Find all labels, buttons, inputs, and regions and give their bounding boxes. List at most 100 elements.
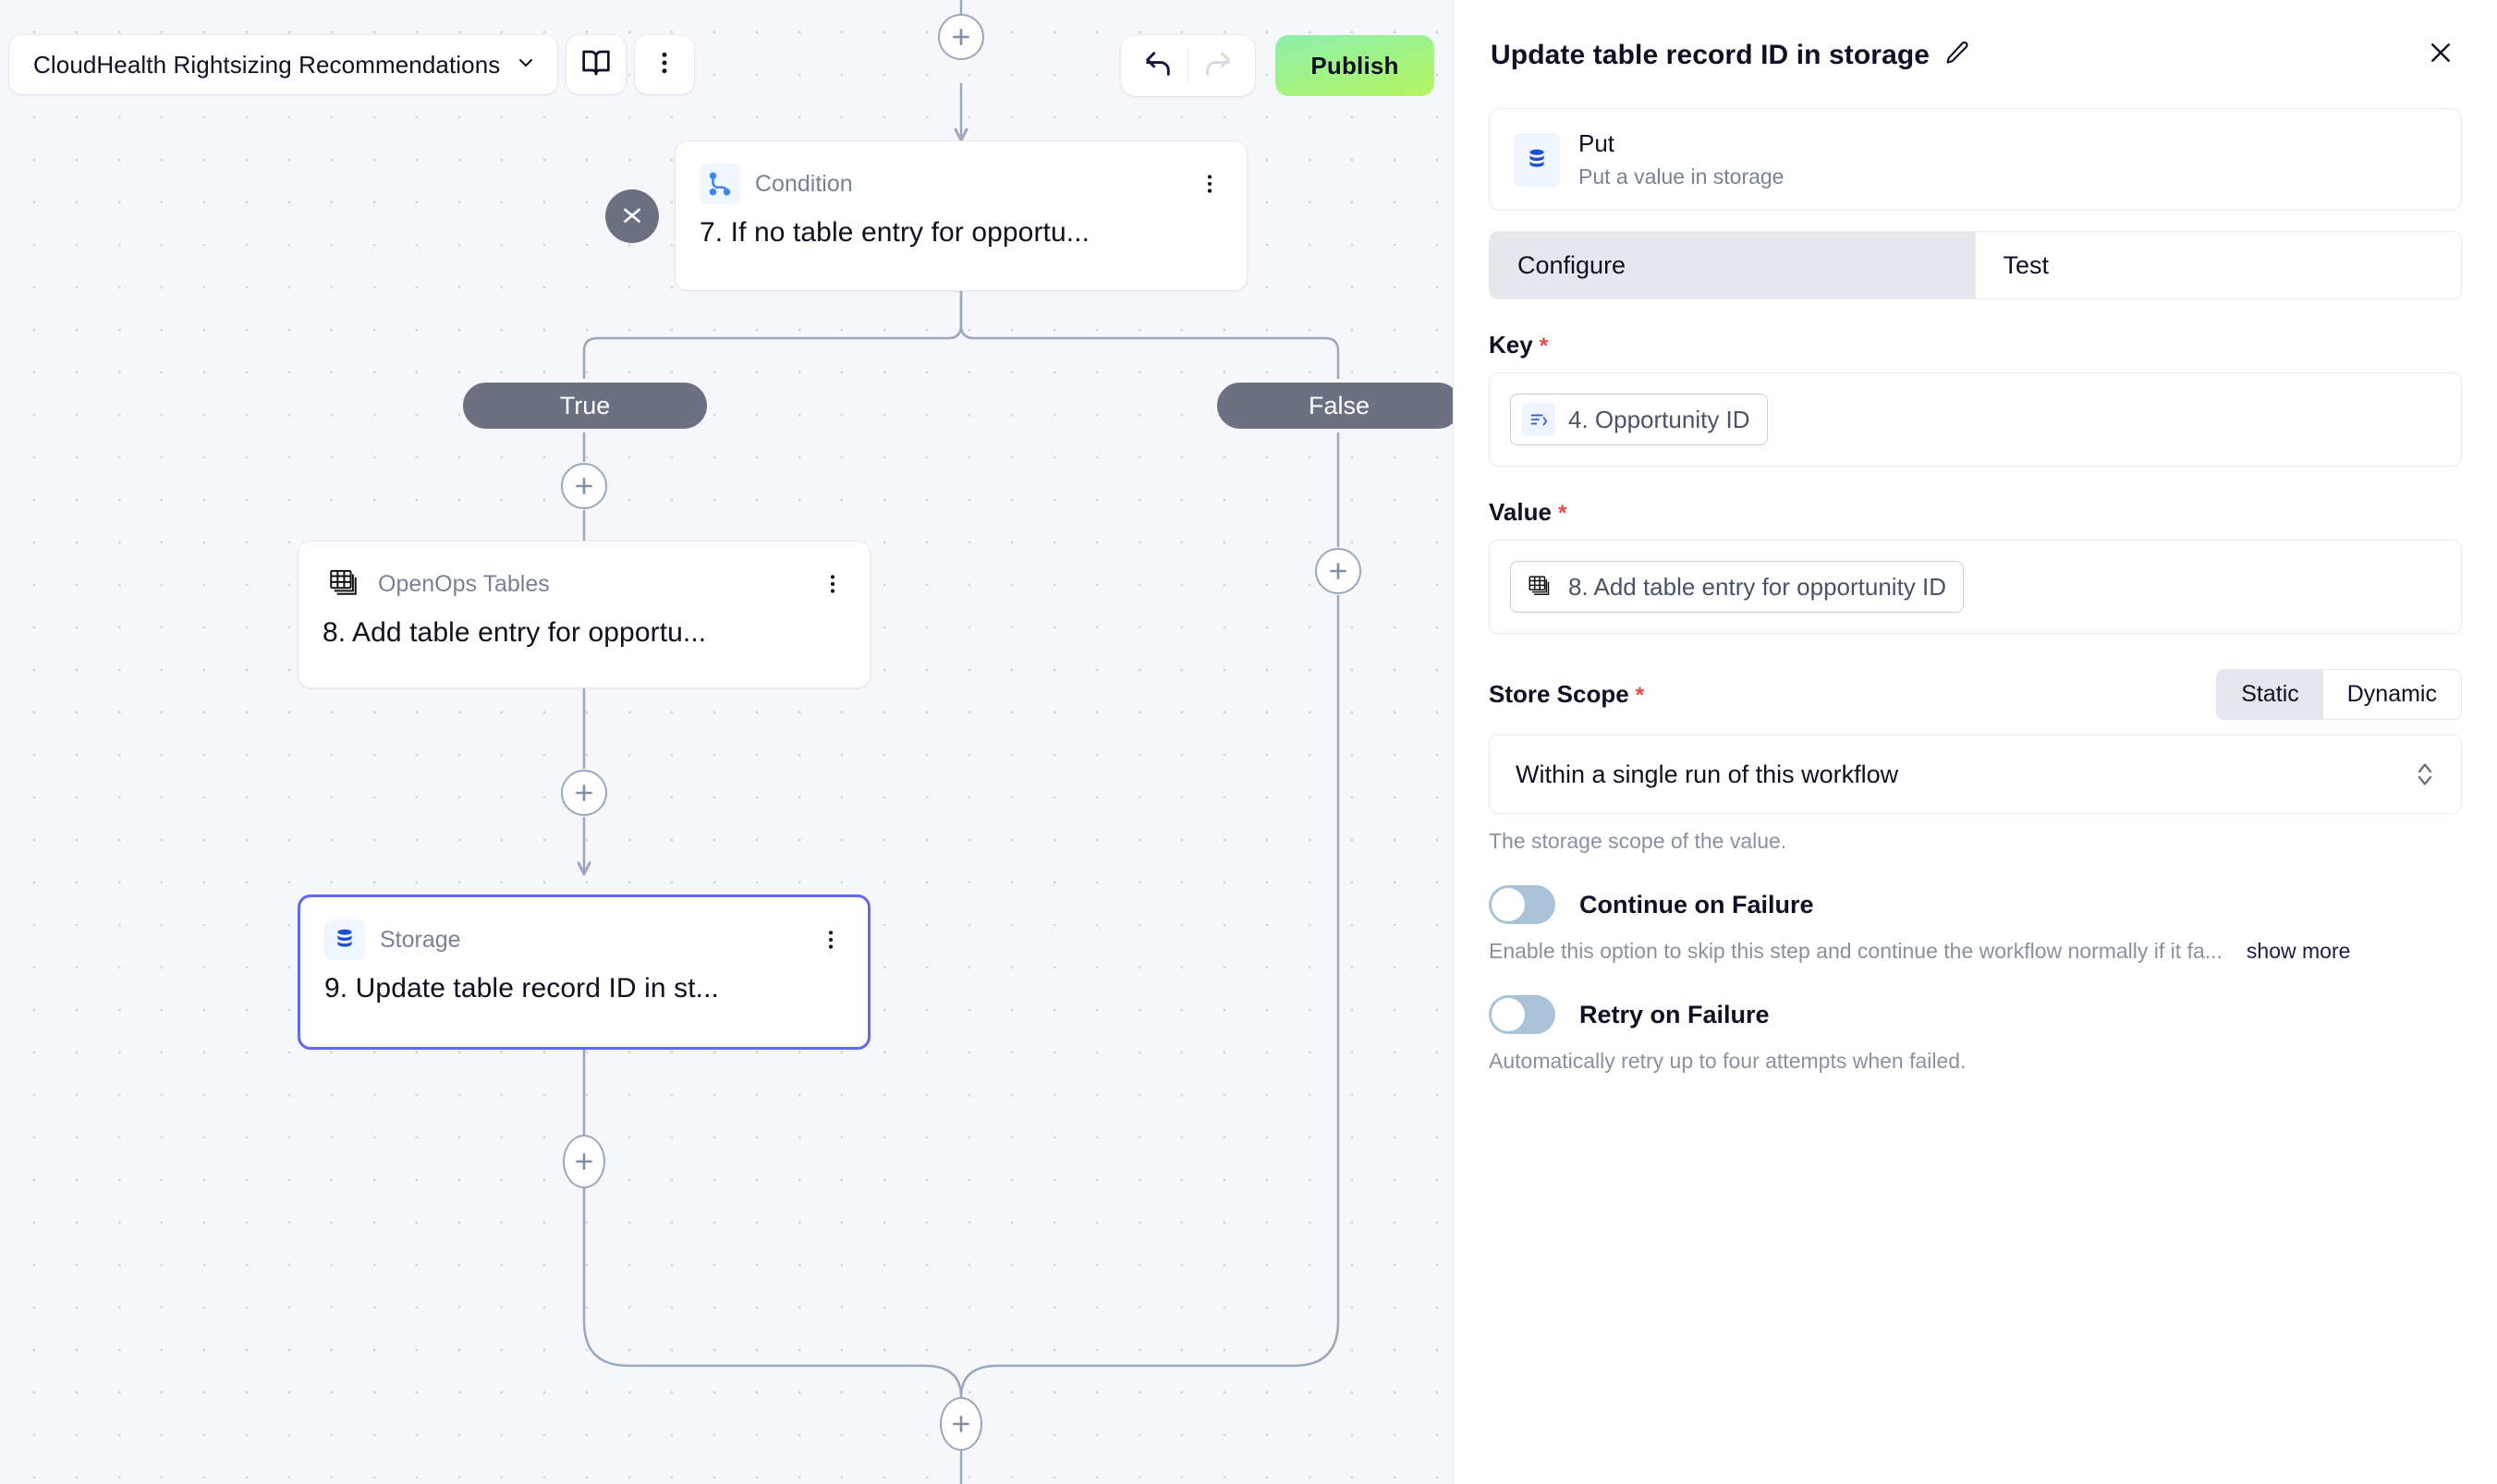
value-required-asterisk: * — [1557, 501, 1567, 526]
node-title: 9. Update table record ID in st... — [324, 973, 719, 1004]
node-type-label: Condition — [755, 170, 853, 197]
value-chip-text: 8. Add table entry for opportunity ID — [1568, 572, 1947, 601]
redo-icon — [1202, 48, 1234, 84]
tab-configure[interactable]: Configure — [1490, 232, 1976, 298]
pencil-icon — [1944, 40, 1970, 70]
action-text: Put Put a value in storage — [1578, 129, 1784, 189]
table-icon — [1522, 570, 1555, 603]
action-name: Put — [1578, 129, 1615, 157]
key-chip-text: 4. Opportunity ID — [1568, 405, 1750, 433]
node-menu-button[interactable] — [814, 921, 847, 958]
node-type-label: OpenOps Tables — [378, 570, 550, 597]
add-step-button-top[interactable] — [938, 14, 984, 60]
add-step-button-true-3[interactable] — [563, 1135, 605, 1188]
add-step-button-false-1[interactable] — [1315, 548, 1361, 594]
workflow-more-button[interactable] — [635, 35, 695, 94]
node-storage[interactable]: Storage 9. Update table record ID in st.… — [298, 894, 871, 1050]
retry-on-failure-row: Retry on Failure — [1489, 995, 2462, 1034]
store-scope-selected-value: Within a single run of this workflow — [1516, 760, 1899, 788]
node-openops-tables[interactable]: OpenOps Tables 8. Add table entry for op… — [298, 541, 871, 688]
canvas-toolbar-left: CloudHealth Rightsizing Recommendations — [9, 35, 695, 94]
step-settings-panel: Update table record ID in storage Put Pu… — [1453, 0, 2497, 1484]
close-icon — [2427, 39, 2454, 71]
node-menu-button[interactable] — [816, 566, 849, 602]
store-scope-label-row: Store Scope * — [1489, 680, 1644, 709]
workflow-name-dropdown[interactable]: CloudHealth Rightsizing Recommendations — [9, 35, 558, 94]
field-key: Key * 4. Opportunity ID — [1489, 331, 2462, 467]
key-label: Key — [1489, 331, 1533, 359]
panel-header: Update table record ID in storage — [1489, 0, 2462, 77]
condition-branch-icon — [700, 164, 740, 204]
collapse-branch-button[interactable] — [605, 189, 659, 243]
chevron-down-icon — [515, 52, 537, 79]
value-label: Value — [1489, 498, 1552, 526]
collapse-chevrons-icon — [618, 201, 646, 233]
toggle-continue-on-failure: Continue on Failure Enable this option t… — [1489, 885, 2462, 964]
action-description: Put a value in storage — [1578, 164, 1784, 189]
key-variable-chip[interactable]: 4. Opportunity ID — [1510, 394, 1768, 445]
node-header: Storage — [300, 897, 868, 960]
toggle-retry-on-failure: Retry on Failure Automatically retry up … — [1489, 995, 2462, 1074]
panel-tabs: Configure Test — [1489, 231, 2462, 299]
undo-button[interactable] — [1134, 42, 1182, 90]
value-input[interactable]: 8. Add table entry for opportunity ID — [1489, 540, 2462, 634]
database-icon — [1514, 132, 1560, 187]
action-summary-card[interactable]: Put Put a value in storage — [1489, 108, 2462, 211]
branch-false-text: False — [1308, 391, 1370, 420]
node-type-label: Storage — [380, 926, 461, 953]
branch-label-false[interactable]: False — [1213, 379, 1453, 432]
node-header: Condition — [676, 141, 1247, 204]
field-store-scope: Store Scope * Static Dynamic Within a si… — [1489, 669, 2462, 854]
rename-step-button[interactable] — [1944, 40, 1970, 70]
store-scope-label: Store Scope — [1489, 680, 1629, 708]
node-menu-button[interactable] — [1193, 165, 1226, 202]
docs-button[interactable] — [566, 35, 627, 94]
node-condition[interactable]: Condition 7. If no table entry for oppor… — [675, 140, 1248, 291]
add-step-button-true-1[interactable] — [561, 463, 607, 509]
branch-true-text: True — [559, 391, 611, 420]
canvas-toolbar-right: Publish — [1121, 35, 1434, 96]
field-value: Value * 8. Add table entry for opportuni… — [1489, 498, 2462, 634]
workflow-name-label: CloudHealth Rightsizing Recommendations — [33, 50, 501, 79]
key-label-row: Key * — [1489, 331, 2462, 359]
retry-on-failure-label: Retry on Failure — [1579, 1000, 1770, 1028]
continue-on-failure-switch[interactable] — [1489, 885, 1555, 924]
key-input[interactable]: 4. Opportunity ID — [1489, 372, 2462, 467]
node-title: 7. If no table entry for opportu... — [700, 217, 1090, 248]
undo-redo-group — [1121, 35, 1255, 96]
value-label-row: Value * — [1489, 498, 2462, 527]
node-title: 8. Add table entry for opportu... — [323, 617, 707, 648]
store-scope-select[interactable]: Within a single run of this workflow — [1489, 735, 2462, 814]
tab-test[interactable]: Test — [1975, 232, 2461, 298]
store-scope-header: Store Scope * Static Dynamic — [1489, 669, 2462, 720]
book-icon — [581, 48, 611, 82]
retry-on-failure-desc-row: Automatically retry up to four attempts … — [1489, 1049, 2462, 1074]
static-dynamic-toggle: Static Dynamic — [2216, 669, 2462, 720]
show-more-link[interactable]: show more — [2246, 939, 2351, 963]
value-step-chip[interactable]: 8. Add table entry for opportunity ID — [1510, 561, 1965, 613]
publish-button[interactable]: Publish — [1275, 35, 1434, 96]
redo-button[interactable] — [1194, 42, 1242, 90]
node-header: OpenOps Tables — [298, 541, 870, 604]
store-scope-required-asterisk: * — [1635, 683, 1645, 708]
undo-icon — [1142, 48, 1174, 84]
segment-static[interactable]: Static — [2217, 670, 2323, 719]
store-scope-hint: The storage scope of the value. — [1489, 829, 1787, 853]
key-required-asterisk: * — [1539, 334, 1549, 359]
more-vertical-icon — [651, 49, 678, 81]
continue-on-failure-row: Continue on Failure — [1489, 885, 2462, 924]
workflow-canvas[interactable]: CloudHealth Rightsizing Recommendations — [0, 0, 1453, 1484]
retry-on-failure-description: Automatically retry up to four attempts … — [1489, 1049, 1967, 1073]
segment-dynamic[interactable]: Dynamic — [2346, 681, 2437, 707]
branch-label-true[interactable]: True — [459, 379, 711, 432]
continue-on-failure-description: Enable this option to skip this step and… — [1489, 939, 2223, 963]
retry-on-failure-switch[interactable] — [1489, 995, 1555, 1034]
close-panel-button[interactable] — [2421, 33, 2460, 77]
add-step-button-merge[interactable] — [940, 1397, 982, 1451]
variable-icon — [1522, 403, 1555, 436]
add-step-button-true-2[interactable] — [561, 770, 607, 816]
database-icon — [324, 919, 365, 960]
table-icon — [323, 564, 363, 604]
chevron-updown-icon — [2415, 760, 2435, 788]
